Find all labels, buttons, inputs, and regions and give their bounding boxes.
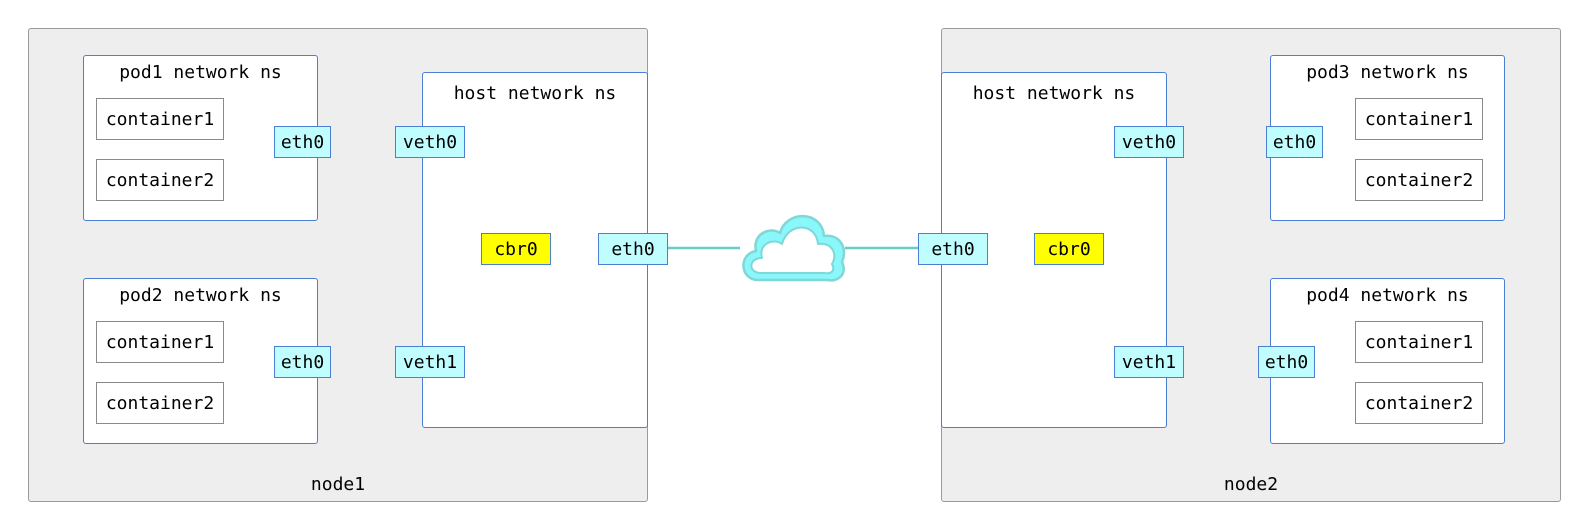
node1-veth1: veth1 [395,346,465,378]
node2-veth1: veth1 [1114,346,1184,378]
node1-cbr0: cbr0 [481,233,551,265]
node1-label: node1 [310,474,366,495]
pod3-container2: container2 [1355,159,1483,201]
node1-host-eth0: eth0 [598,233,668,265]
node2-veth0: veth0 [1114,126,1184,158]
node2-cbr0: cbr0 [1034,233,1104,265]
pod4-container1: container1 [1355,321,1483,363]
node1-veth0: veth0 [395,126,465,158]
pod2-container1: container1 [96,321,224,363]
pod4-title: pod4 network ns [1306,285,1469,306]
node1-host-ns-title: host network ns [453,83,617,104]
pod1-container1: container1 [96,98,224,140]
cloud-icon [742,214,846,282]
node2-host-ns-title: host network ns [972,83,1136,104]
node2-host-eth0: eth0 [918,233,988,265]
pod3-eth0: eth0 [1266,126,1323,158]
pod4-eth0: eth0 [1258,346,1315,378]
pod2-title: pod2 network ns [119,285,282,306]
pod2-container2: container2 [96,382,224,424]
pod3-container1: container1 [1355,98,1483,140]
pod1-container2: container2 [96,159,224,201]
pod1-title: pod1 network ns [119,62,282,83]
pod1-eth0: eth0 [274,126,331,158]
pod4-container2: container2 [1355,382,1483,424]
node2-label: node2 [1223,474,1279,495]
pod2-eth0: eth0 [274,346,331,378]
pod3-title: pod3 network ns [1306,62,1469,83]
